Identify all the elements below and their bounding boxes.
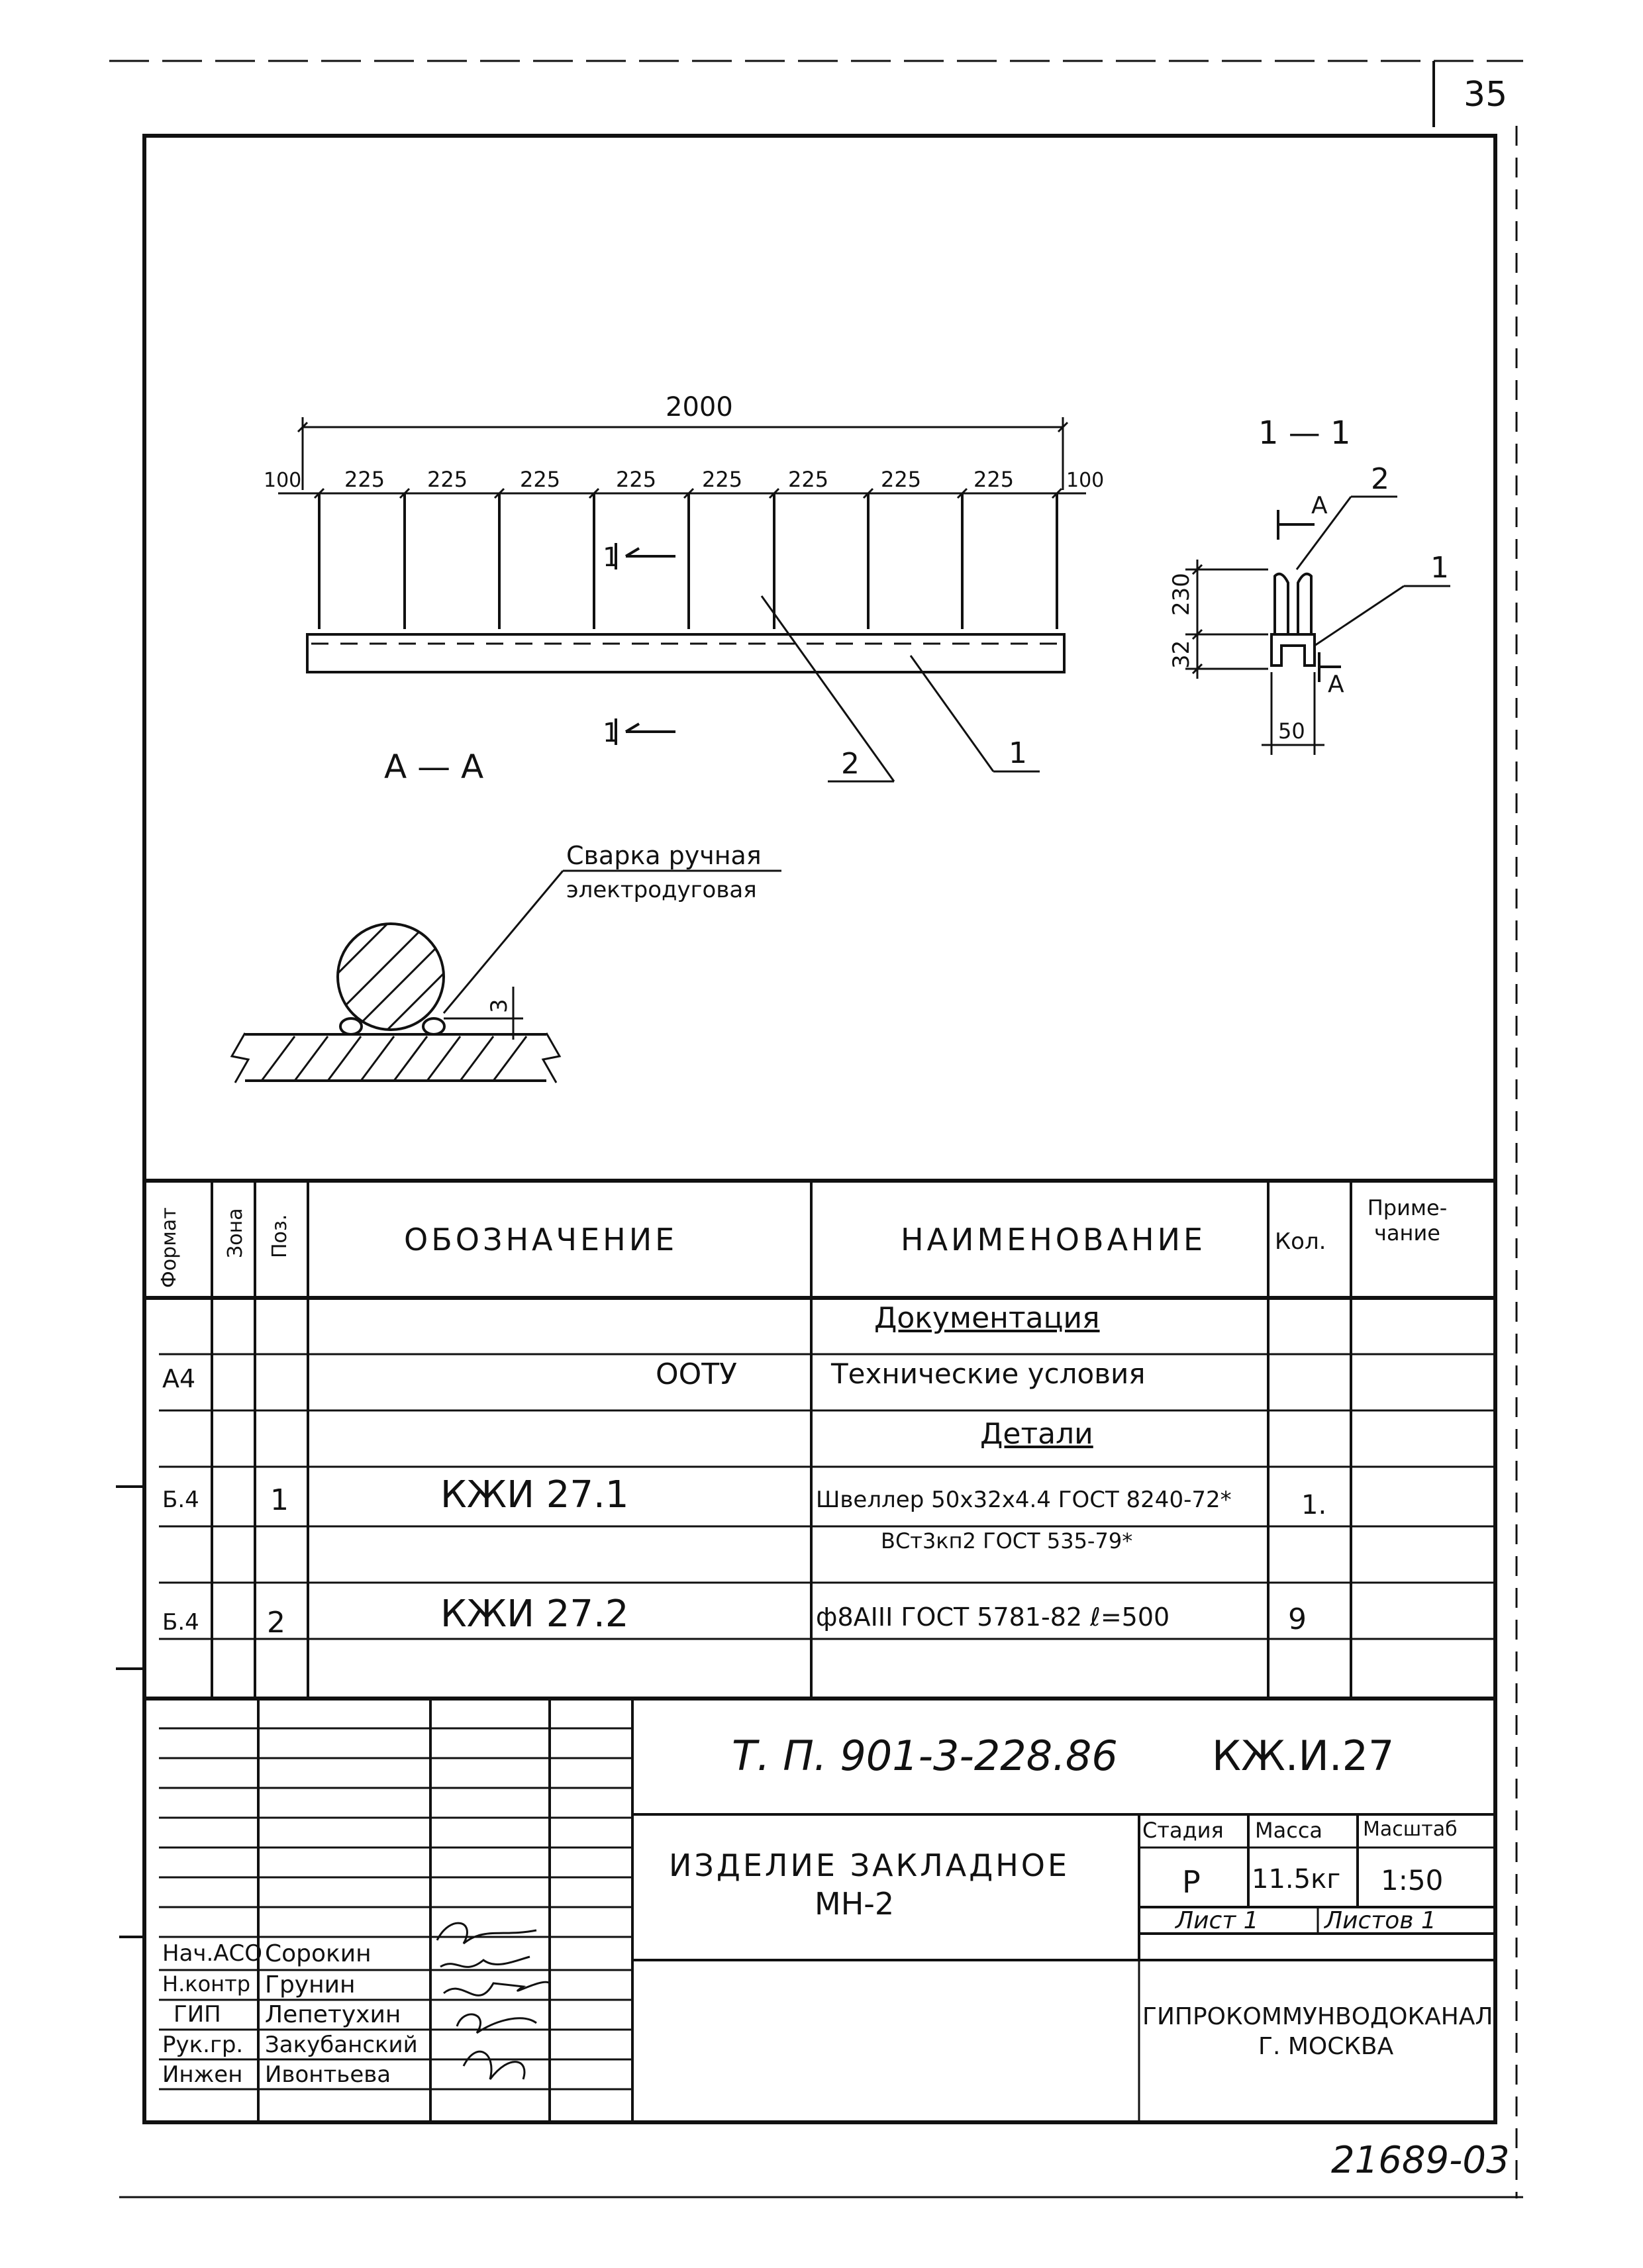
item-title: Изделие закладное (669, 1848, 1070, 1883)
view-marker: А (1328, 671, 1344, 698)
leader-label-1: 1 (1009, 736, 1027, 770)
staff-name: Ивонтьева (265, 2061, 391, 2088)
page-number: 35 (1464, 75, 1507, 115)
row-format: Б.4 (162, 1487, 199, 1513)
section-cut-bottom (615, 718, 675, 745)
row-position: 1 (270, 1483, 289, 1517)
spacing-dimension: 225 (520, 467, 560, 492)
spacing-dimension: 225 (702, 467, 742, 492)
leader-label-2: 2 (841, 747, 860, 781)
header-position: Поз. (268, 1214, 291, 1258)
row-name: ф8АIII ГОСТ 5781-82 ℓ=500 (816, 1602, 1170, 1632)
channel-plan (306, 633, 1066, 673)
sheet-number: Лист 1 (1175, 1907, 1259, 1934)
scale-value: 1:50 (1381, 1864, 1444, 1897)
edge-dimension-right: 100 (1066, 469, 1104, 492)
staff-role: Нач.АСО (162, 1940, 263, 1967)
row-designation: ООТУ (656, 1357, 737, 1391)
spacing-dimension: 225 (616, 467, 656, 492)
view-label: А — А (384, 748, 483, 786)
staff-role: Инжен (162, 2061, 243, 2088)
staff-name: Сорокин (265, 1940, 372, 1967)
stage-label: Стадия (1142, 1818, 1224, 1843)
row-name: Технические условия (831, 1357, 1146, 1390)
section-cut-label: 1 (603, 718, 619, 748)
section-view: 1 — 1 230 32 50 А А 2 1 (1168, 415, 1450, 755)
header-designation: Обозначение (404, 1222, 678, 1257)
section-cut-top (615, 543, 675, 569)
staff-role: Рук.гр. (162, 2032, 244, 2058)
row-name-continued: ВСт3кп2 ГОСТ 535-79* (881, 1528, 1133, 1553)
mass-value: 11.5кг (1252, 1864, 1341, 1895)
row-quantity: 9 (1288, 1602, 1307, 1636)
signatures (436, 1922, 551, 2080)
staff-name: Лепетухин (265, 2001, 401, 2028)
section-leader-2: 2 (1371, 462, 1389, 496)
drawing-frame (142, 134, 1497, 2124)
rods (318, 493, 1058, 629)
mass-label: Масса (1255, 1818, 1323, 1843)
overall-dimension: 2000 (666, 392, 733, 422)
plan-view: 2000 100 100 225 225 225 225 225 225 225… (264, 392, 1104, 786)
row-format: А4 (162, 1364, 196, 1393)
staff-name: Закубанский (265, 2032, 418, 2058)
row-designation: КЖИ 27.1 (440, 1473, 629, 1516)
weld-detail: 3 Сварка ручная электродуговая (230, 841, 781, 1083)
spacing-dimension: 225 (788, 467, 828, 492)
row-designation: КЖИ 27.2 (440, 1593, 629, 1636)
header-quantity: Кол. (1275, 1228, 1326, 1255)
section-title: 1 — 1 (1258, 415, 1351, 452)
section-height-dimension: 230 (1168, 573, 1195, 616)
archive-code: 21689-03 (1331, 2139, 1510, 2182)
scale-label: Масштаб (1363, 1818, 1458, 1841)
section-heading-documentation: Документация (874, 1301, 1100, 1335)
row-position: 2 (267, 1606, 285, 1640)
title-block (119, 1699, 1495, 2122)
project-number: Т. П. 901-3-228.86 (732, 1732, 1118, 1780)
stage-value: Р (1182, 1864, 1201, 1900)
section-heading-parts: Детали (980, 1417, 1093, 1451)
row-format: Б.4 (162, 1609, 199, 1636)
staff-name: Грунин (265, 1971, 356, 1998)
drawing-code: КЖ.И.27 (1212, 1732, 1395, 1780)
organization-name: Гипрокоммунводоканал (1142, 2003, 1493, 2030)
spacing-dimension: 225 (427, 467, 468, 492)
spacing-dimension: 225 (344, 467, 385, 492)
spacing-dimension: 225 (973, 467, 1014, 492)
header-note: Приме- чание (1367, 1195, 1448, 1246)
row-quantity: 1. (1301, 1490, 1327, 1520)
header-name: Наименование (901, 1222, 1207, 1257)
staff-role: Н.контр (162, 1971, 251, 1997)
specification-table (116, 1179, 1495, 1701)
header-zone: Зона (224, 1208, 247, 1258)
section-flange-dimension: 32 (1168, 640, 1195, 669)
weld-note-line-1: Сварка ручная (566, 841, 762, 870)
item-mark: МН-2 (815, 1886, 895, 1922)
row-name: Швеллер 50x32x4.4 ГОСТ 8240-72* (816, 1487, 1232, 1513)
view-marker: А (1311, 492, 1328, 519)
weld-dimension: 3 (486, 999, 513, 1013)
weld-note-line-2: электродуговая (566, 877, 757, 903)
header-format: Формат (158, 1207, 181, 1288)
section-cut-label: 1 (603, 542, 619, 573)
edge-dimension-left: 100 (264, 469, 301, 492)
sheets-total: Листов 1 (1324, 1907, 1436, 1934)
section-leader-1: 1 (1430, 551, 1449, 585)
organization-city: г. Москва (1258, 2033, 1394, 2060)
section-width-dimension: 50 (1278, 718, 1305, 744)
spacing-dimension: 225 (881, 467, 921, 492)
staff-role: ГИП (174, 2001, 221, 2028)
